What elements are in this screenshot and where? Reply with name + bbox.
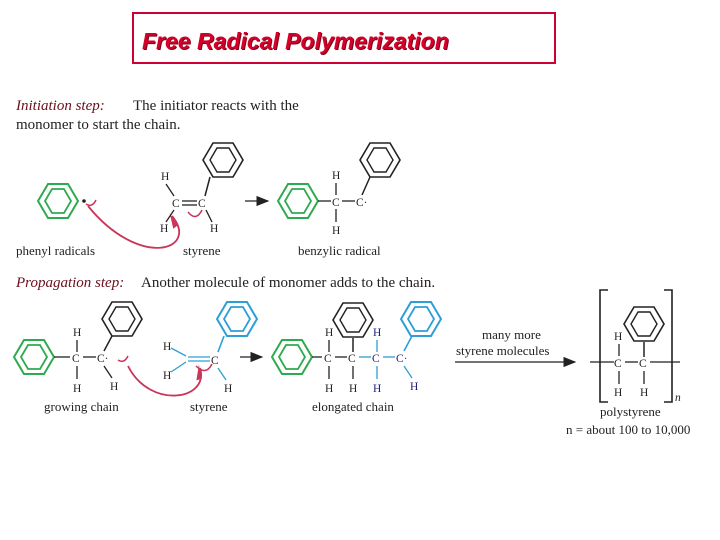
atom-C: C xyxy=(172,198,180,210)
atom-C: C xyxy=(614,358,622,370)
atom-H: H xyxy=(224,383,232,395)
atom-H: H xyxy=(160,223,168,235)
styrene-ring xyxy=(101,301,143,337)
styrene-ring xyxy=(359,142,401,178)
atom-C: C xyxy=(198,198,206,210)
electron-arrow xyxy=(87,205,180,249)
atom-C: C xyxy=(332,197,340,209)
phenyl-ring-green xyxy=(270,339,314,375)
electron-arrow xyxy=(85,199,97,207)
n-range-label: n = about 100 to 10,000 xyxy=(566,422,690,437)
initiation-desc-line1: The initiator reacts with the xyxy=(133,98,299,114)
initiation-desc-line2: monomer to start the chain. xyxy=(16,117,181,133)
atom-H: H xyxy=(373,383,381,395)
electron-arrow xyxy=(127,364,202,397)
atom-H: H xyxy=(614,387,622,399)
right-bracket xyxy=(664,289,673,403)
atom-H: H xyxy=(163,341,171,353)
title-box: Free Radical Polymerization xyxy=(132,12,556,64)
polystyrene-label: polystyrene xyxy=(600,404,661,419)
atom-C-radical: C· xyxy=(97,353,109,365)
phenyl-radicals-label: phenyl radicals xyxy=(16,243,95,258)
phenyl-ring-green xyxy=(276,183,320,219)
atom-C-radical: C· xyxy=(356,197,368,209)
electron-arrow xyxy=(195,363,213,372)
atom-H: H xyxy=(73,383,81,395)
propagation-step-label: Propagation step: xyxy=(15,275,124,291)
phenyl-radical-ring xyxy=(36,183,80,219)
atom-H: H xyxy=(325,327,333,339)
propagation-desc: Another molecule of monomer adds to the … xyxy=(141,275,435,291)
styrene-ring-blue xyxy=(215,301,259,337)
atom-H: H xyxy=(373,327,381,339)
electron-arrow xyxy=(187,209,203,218)
atom-H: H xyxy=(614,331,622,343)
atom-H: H xyxy=(410,381,418,393)
atom-H: H xyxy=(325,383,333,395)
atom-H: H xyxy=(640,387,648,399)
elongated-chain-label: elongated chain xyxy=(312,399,394,414)
styrene-ring xyxy=(623,306,665,342)
atom-C: C xyxy=(324,353,332,365)
growing-chain-label: growing chain xyxy=(44,399,119,414)
atom-H: H xyxy=(163,370,171,382)
atom-H: H xyxy=(161,171,169,183)
subscript-n: n xyxy=(675,392,681,404)
atom-H: H xyxy=(210,223,218,235)
benzylic-radical-label: benzylic radical xyxy=(298,243,381,258)
electron-arrow xyxy=(117,355,129,363)
styrene-ring xyxy=(332,302,374,338)
phenyl-ring-green xyxy=(12,339,56,375)
initiation-step-label: Initiation step: xyxy=(15,98,105,114)
many-more-label: many more xyxy=(482,327,541,342)
styrene-molecules-label: styrene molecules xyxy=(456,343,550,358)
atom-H: H xyxy=(332,225,340,237)
radical-dot xyxy=(82,199,86,203)
atom-C: C xyxy=(372,353,380,365)
atom-C: C xyxy=(72,353,80,365)
atom-C: C xyxy=(639,358,647,370)
atom-H: H xyxy=(73,327,81,339)
styrene-label: styrene xyxy=(183,243,221,258)
page-title: Free Radical Polymerization xyxy=(142,28,449,54)
left-bracket xyxy=(599,289,608,403)
styrene-ring xyxy=(202,142,244,178)
atom-C: C xyxy=(348,353,356,365)
atom-C: C xyxy=(211,355,219,367)
atom-H: H xyxy=(332,170,340,182)
atom-H: H xyxy=(349,383,357,395)
styrene-ring-blue xyxy=(399,301,443,337)
atom-H: H xyxy=(110,381,118,393)
styrene-blue-label: styrene xyxy=(190,399,228,414)
atom-C-radical: C· xyxy=(396,353,408,365)
